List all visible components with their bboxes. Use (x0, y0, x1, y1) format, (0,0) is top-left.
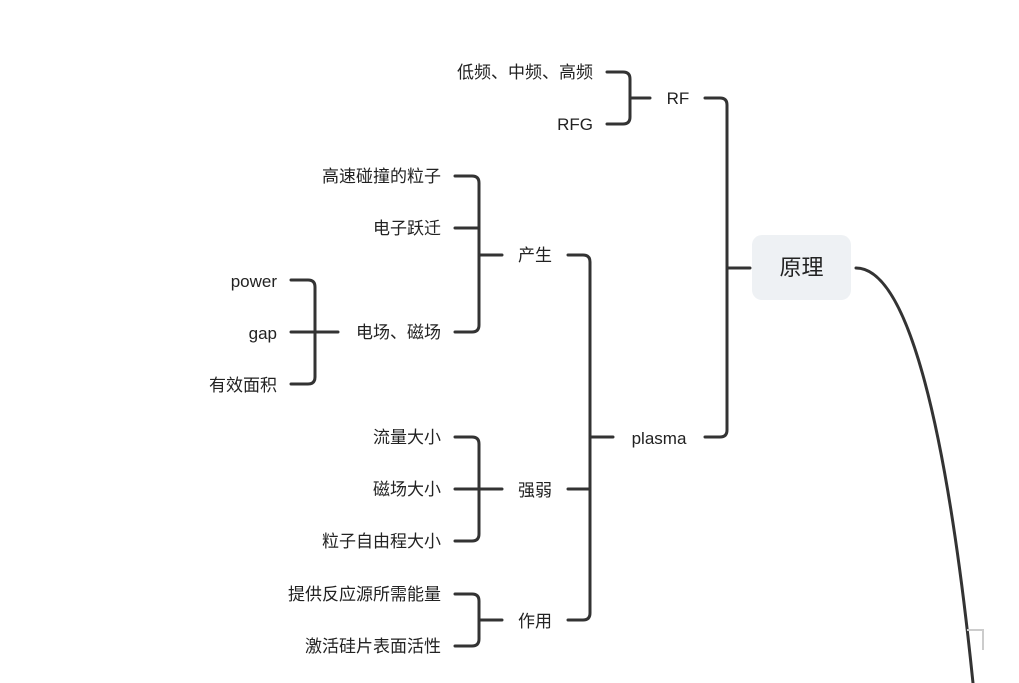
node-rfg[interactable]: RFG (557, 115, 593, 134)
produce-children-bracket (453, 174, 481, 334)
node-rf[interactable]: RF (667, 89, 690, 108)
node-power[interactable]: power (231, 272, 278, 291)
function-children-bracket (453, 592, 481, 648)
node-provide-energy[interactable]: 提供反应源所需能量 (288, 585, 441, 604)
root-outgoing-link (854, 266, 975, 683)
node-electric-magnetic-field[interactable]: 电场、磁场 (356, 323, 441, 342)
node-strength[interactable]: 强弱 (518, 481, 552, 500)
node-gap[interactable]: gap (249, 324, 277, 343)
node-electron-transition[interactable]: 电子跃迁 (373, 219, 441, 238)
node-high-speed-particles[interactable]: 高速碰撞的粒子 (322, 167, 441, 186)
node-activate-wafer-surface[interactable]: 激活硅片表面活性 (305, 637, 441, 656)
node-rf-frequency[interactable]: 低频、中频、高频 (457, 63, 593, 82)
rf-children-bracket (605, 70, 632, 126)
plasma-children-bracket (566, 253, 592, 622)
node-function[interactable]: 作用 (518, 612, 552, 631)
node-magnetic-field-size[interactable]: 磁场大小 (373, 480, 441, 499)
node-produce[interactable]: 产生 (518, 246, 552, 265)
root-node-label: 原理 (779, 255, 823, 280)
node-effective-area[interactable]: 有效面积 (209, 376, 277, 395)
offscreen-node-marker (967, 629, 984, 650)
node-mean-free-path[interactable]: 粒子自由程大小 (322, 532, 441, 551)
root-node-box[interactable] (752, 235, 851, 300)
node-flow-size[interactable]: 流量大小 (373, 428, 441, 447)
node-plasma[interactable]: plasma (632, 429, 687, 448)
root-node[interactable]: 原理 (752, 235, 851, 300)
root-children-bracket (703, 96, 729, 439)
